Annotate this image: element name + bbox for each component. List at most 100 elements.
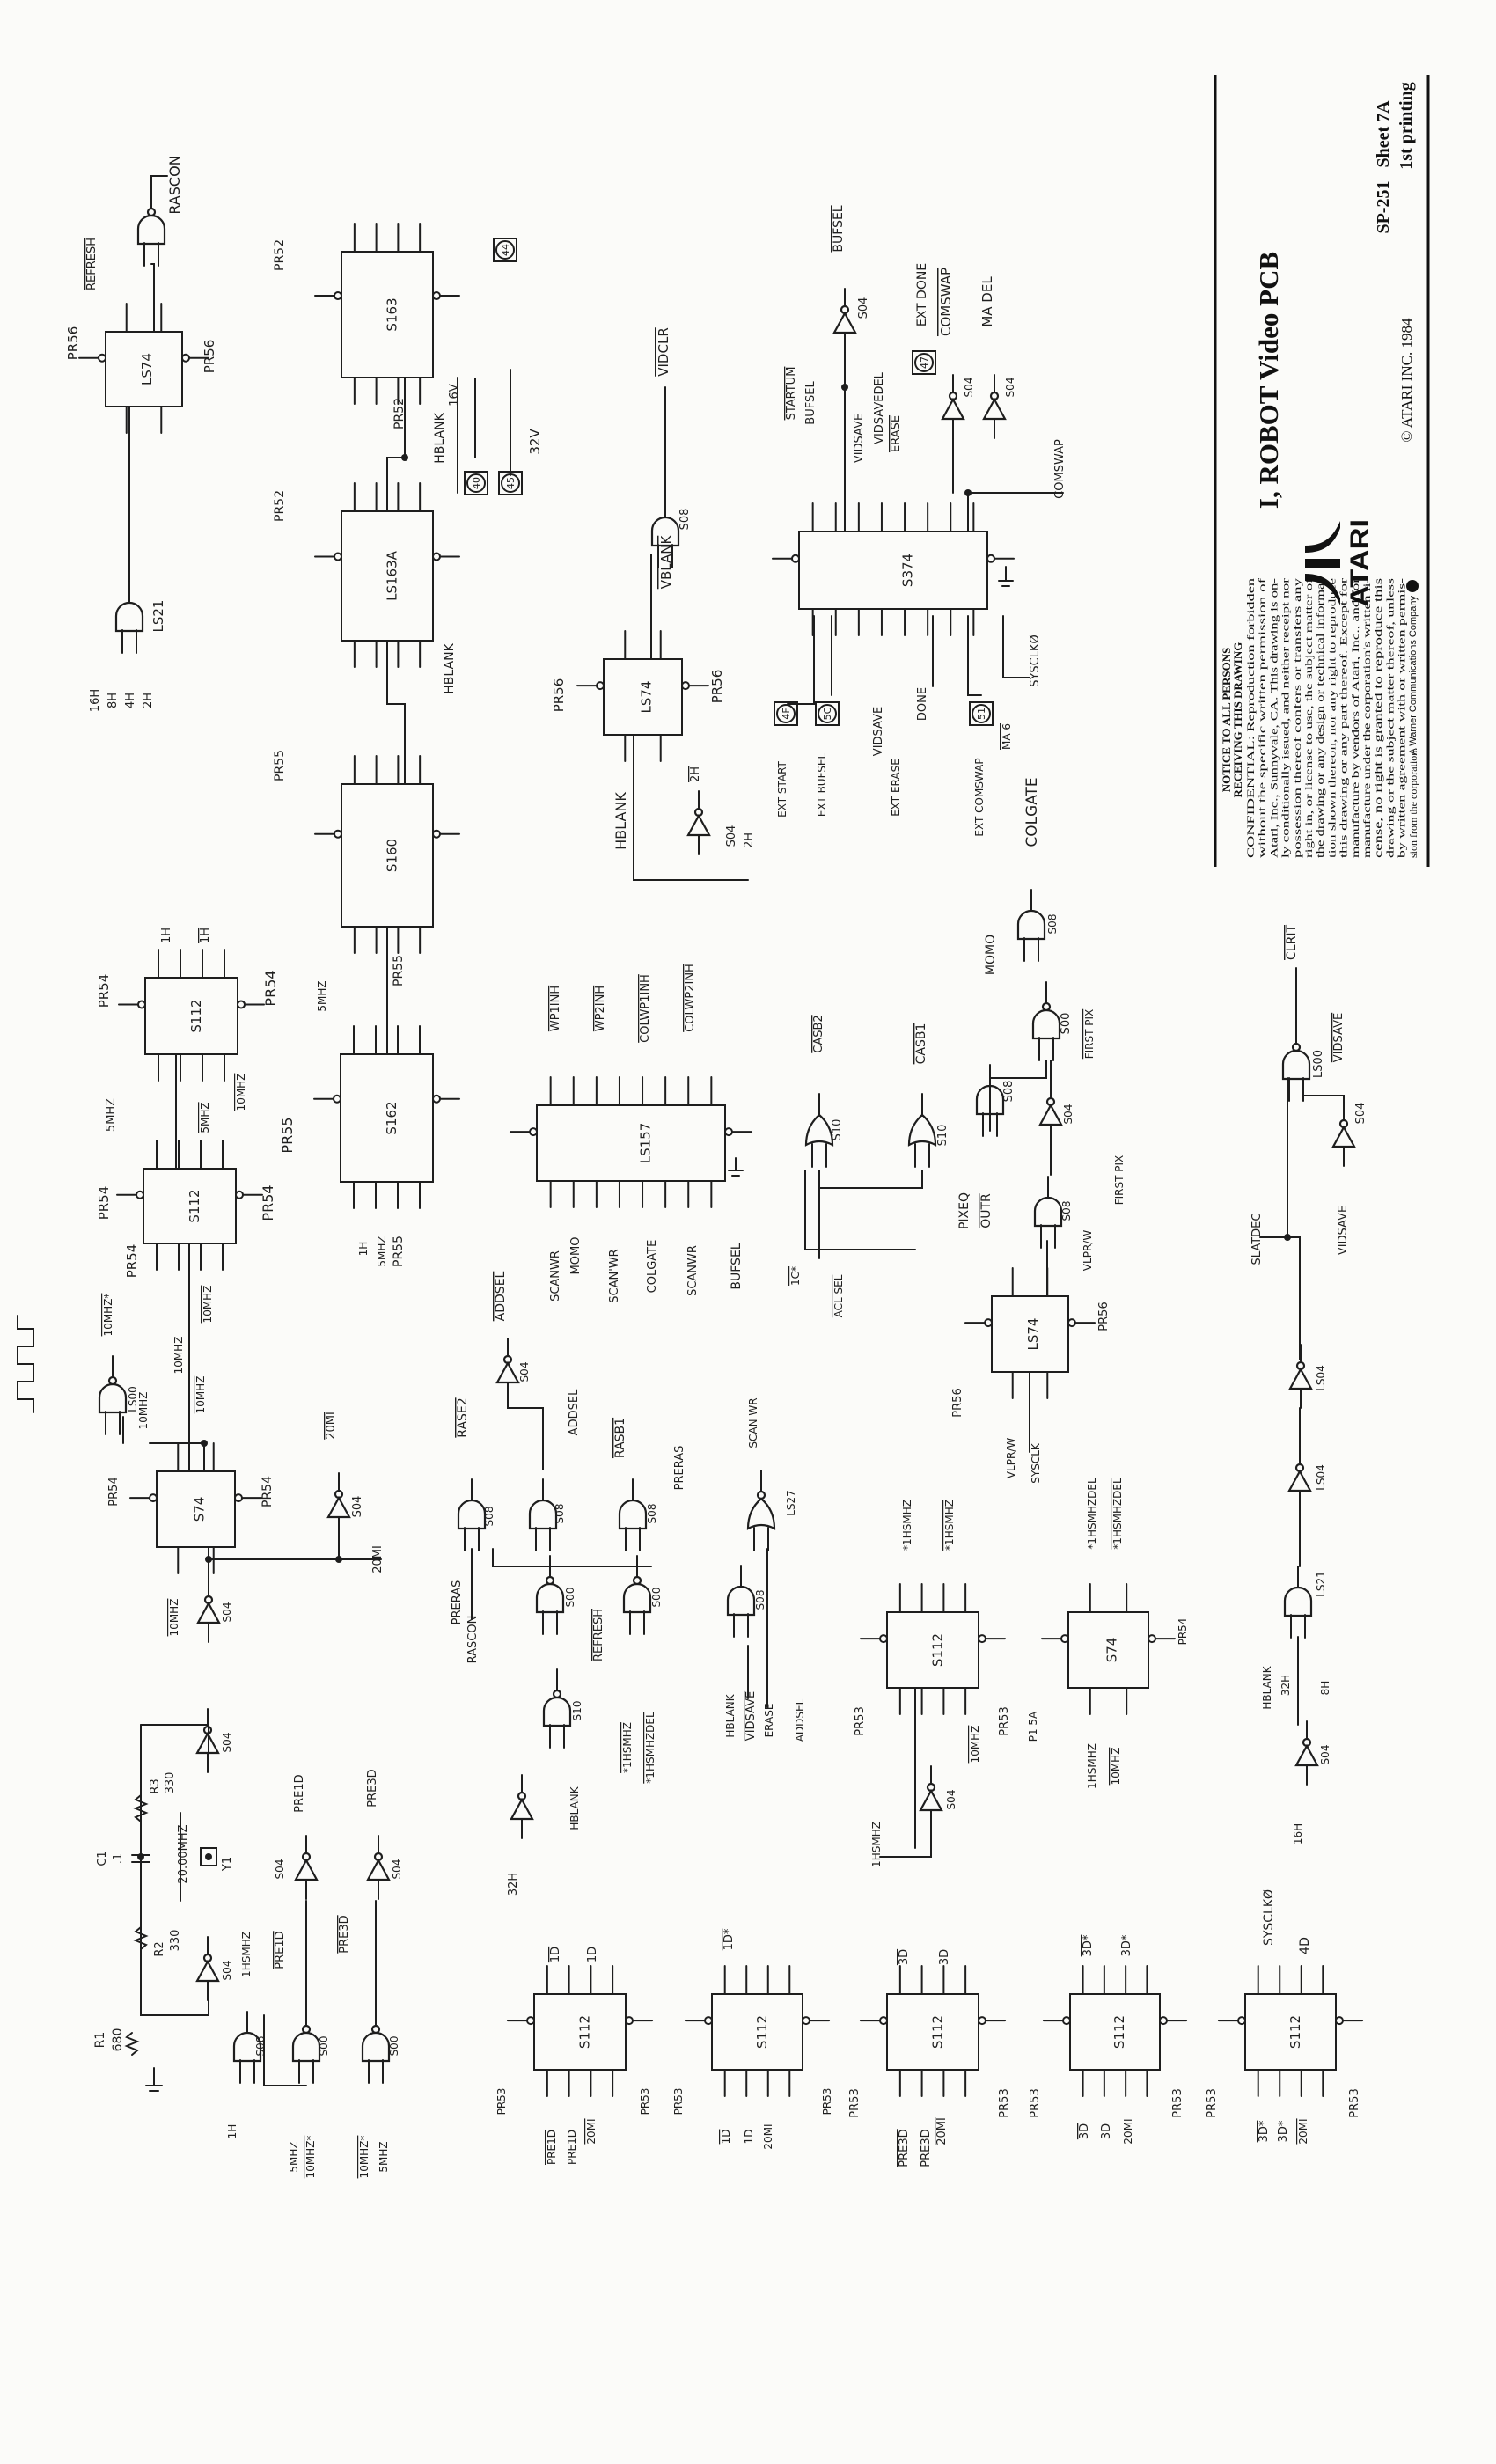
- net-label: 20MI: [762, 2123, 774, 2149]
- net-label: 32V: [527, 429, 543, 455]
- wire: [507, 1398, 544, 1470]
- chip-part-number: S374: [899, 554, 915, 587]
- wire-junction: [201, 1440, 208, 1447]
- net-label: S04: [221, 1961, 233, 1981]
- net-label: PR53: [998, 2088, 1011, 2117]
- inv-gate: [919, 1765, 943, 1830]
- inv-gate: [1331, 1102, 1356, 1167]
- net-label: PRERAS: [673, 1446, 686, 1491]
- inv-gate: [195, 1936, 220, 2001]
- wire: [263, 2014, 307, 2086]
- net-label: PR52: [273, 239, 287, 271]
- title-block: I, ROBOT Video PCB © ATARI INC. 1984 SP-…: [1214, 75, 1430, 867]
- net-label: SYSCLKØ: [1262, 1889, 1276, 1946]
- parent-company: A Warner Communications Company: [1408, 596, 1419, 755]
- notice-line: without the specific written permission …: [1256, 578, 1268, 858]
- wires: [122, 175, 1345, 2092]
- ic-chip: LS74: [78, 303, 209, 434]
- notice-line: the drawing or any design or technical i…: [1314, 578, 1326, 858]
- net-label: LS04: [1315, 1464, 1327, 1491]
- net-label: SLATDEC: [1250, 1214, 1264, 1265]
- net-label: R2: [153, 1941, 166, 1956]
- net-label: SCANWR: [549, 1250, 562, 1302]
- chip-part-number: S112: [188, 999, 204, 1032]
- chip-part-number: S74: [1104, 1638, 1120, 1663]
- chip-part-number: S112: [929, 2015, 945, 2049]
- net-label: MA DEL: [979, 276, 995, 327]
- net-label: Y1: [221, 1857, 234, 1872]
- notice-line: drawing or the subject matter thereof, u…: [1383, 578, 1396, 858]
- net-label: 10MHZ: [194, 1376, 207, 1414]
- inv-gate: [366, 1835, 391, 1900]
- net-label: 4H: [124, 693, 137, 708]
- net-label: ACL SEL: [832, 1274, 845, 1317]
- or-gate: [804, 1093, 834, 1168]
- notice-line: CONFIDENTIAL: Reproduction forbidden: [1244, 578, 1257, 858]
- net-label: VLPR/W: [1005, 1438, 1017, 1479]
- net-label: PR55: [279, 1117, 296, 1153]
- net-label: 2H: [142, 693, 155, 708]
- connector-number: 40: [471, 477, 482, 489]
- inv-gate: [1288, 1344, 1313, 1409]
- notice-line: manufacture under the corporation's writ…: [1360, 578, 1373, 858]
- net-label: S04: [274, 1859, 286, 1880]
- net-label: C1: [96, 1851, 109, 1866]
- net-label: 5MHZ: [316, 980, 328, 1011]
- notice-line: tion shown thereon, nor any right to rep…: [1325, 578, 1338, 858]
- and-gate: [726, 1565, 756, 1638]
- and-gate: [1033, 1176, 1063, 1249]
- net-label: PR56: [551, 678, 567, 713]
- ic-chips: LS74S163LS163AS160LS74S374S112S112S74S16…: [78, 223, 1363, 2097]
- chip-part-number: S112: [187, 1189, 202, 1222]
- net-label: S00: [1060, 1013, 1073, 1035]
- net-label: 10MHZ: [172, 1337, 185, 1375]
- connector-pad: 44: [493, 238, 517, 262]
- net-label: REFRESH: [85, 238, 99, 290]
- wire: [804, 1170, 916, 1250]
- wire: [1002, 615, 1030, 678]
- wire: [989, 1060, 1047, 1132]
- connector-pad: 51: [969, 701, 994, 726]
- ic-chip: S112: [116, 1140, 263, 1271]
- net-label: PR56: [65, 326, 81, 361]
- warner-logo-icon: W: [1406, 580, 1419, 592]
- net-label: 1D: [549, 1947, 562, 1962]
- ground-icon: [998, 566, 1014, 587]
- net-label: MA 6: [1001, 723, 1013, 750]
- net-label: 10MHZ: [235, 1074, 247, 1111]
- ic-chip: LS74: [576, 630, 709, 762]
- connector-pad: 4F: [774, 701, 798, 726]
- inv-gate: [1294, 1720, 1319, 1786]
- atari-logo: ATARI: [1305, 519, 1375, 607]
- net-label: LS27: [785, 1490, 797, 1516]
- chip-part-number: S112: [1287, 2015, 1303, 2049]
- net-label: PRE1D: [546, 2130, 558, 2165]
- and-gate: [232, 2011, 262, 2084]
- wire-junction: [205, 1556, 212, 1563]
- net-label: 20MI: [585, 2118, 598, 2144]
- wire-junction: [401, 454, 408, 461]
- notice-line: right in, or license to use, the subject…: [1302, 578, 1315, 858]
- and-gate: [1283, 1566, 1313, 1639]
- net-label: ADDSEL: [568, 1389, 581, 1435]
- net-label: S08: [646, 1504, 658, 1524]
- connector-pad: 47: [912, 350, 936, 375]
- net-label: SCANWR: [686, 1245, 700, 1296]
- net-label: 1H: [357, 1242, 370, 1257]
- net-label: S08: [483, 1507, 495, 1527]
- net-label: 1H: [199, 928, 212, 943]
- chip-part-number: LS74: [139, 353, 155, 385]
- net-label: VBLANK: [658, 535, 674, 590]
- ic-chip: S112: [1218, 1965, 1363, 2097]
- net-label: 1HSMHZ: [1086, 1743, 1098, 1789]
- wire: [149, 1442, 205, 1472]
- logic-gates: [98, 187, 1356, 2084]
- net-label: MOMO: [569, 1237, 583, 1275]
- net-label: HBLANK: [433, 412, 447, 463]
- wire: [386, 377, 406, 512]
- net-label: S04: [518, 1362, 531, 1382]
- net-label: 330: [169, 1930, 182, 1952]
- net-label: S08: [1002, 1081, 1016, 1103]
- net-label: BUFSEL: [832, 205, 846, 252]
- net-label: PR53: [639, 2088, 651, 2116]
